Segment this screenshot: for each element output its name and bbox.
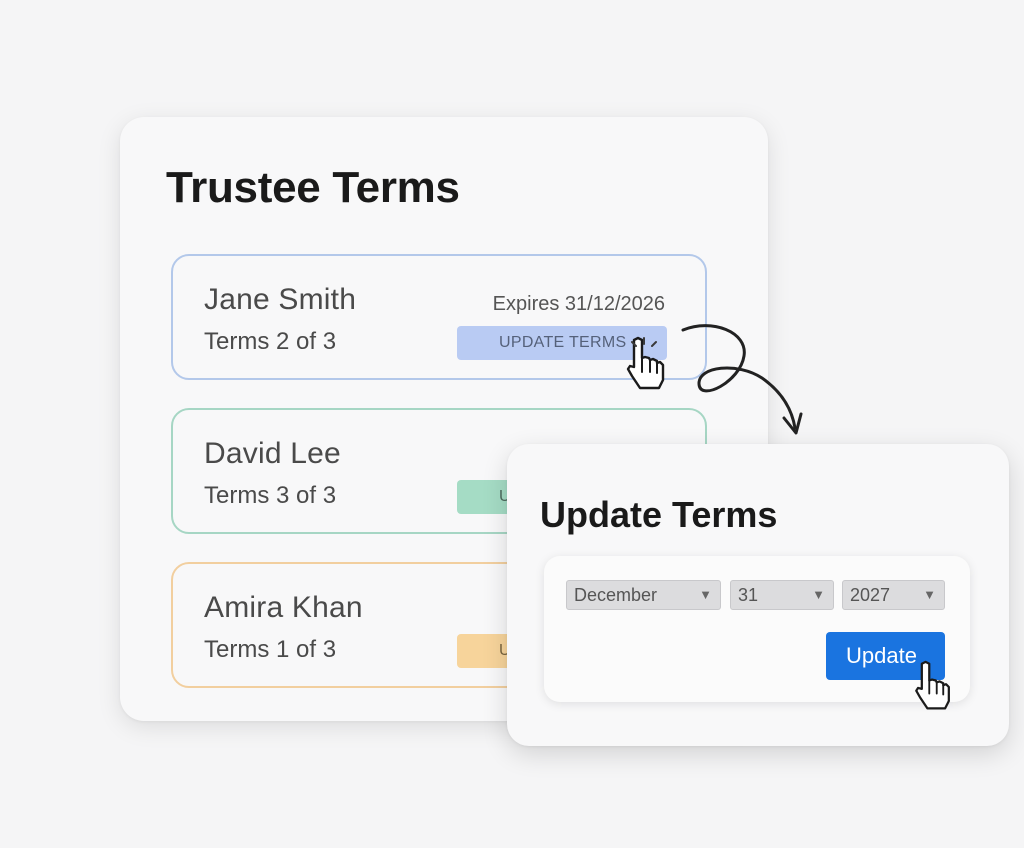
month-value: December: [574, 585, 658, 605]
trustee-card-jane-smith: Jane Smith Terms 2 of 3 Expires 31/12/20…: [171, 254, 707, 380]
hand-pointer-icon: [626, 336, 665, 390]
trustee-terms-count: Terms 2 of 3: [204, 328, 337, 355]
trustee-name: Jane Smith: [204, 283, 357, 316]
page-title: Trustee Terms: [166, 163, 460, 212]
trustee-terms-count: Terms 1 of 3: [204, 636, 337, 663]
dropdown-arrow-icon: ▼: [923, 587, 936, 602]
year-value: 2027: [850, 585, 891, 605]
day-value: 31: [738, 585, 759, 605]
month-select[interactable]: December ▼: [566, 580, 721, 610]
year-select[interactable]: 2027 ▼: [842, 580, 945, 610]
date-form: December ▼ 31 ▼ 2027 ▼ Update: [544, 556, 970, 702]
day-select[interactable]: 31 ▼: [730, 580, 834, 610]
dropdown-arrow-icon: ▼: [699, 587, 712, 602]
trustee-expiry: Expires 31/12/2026: [492, 293, 665, 315]
dialog-title: Update Terms: [540, 494, 778, 535]
hand-pointer-icon: [915, 660, 950, 710]
dropdown-arrow-icon: ▼: [812, 587, 825, 602]
trustee-name: David Lee: [204, 437, 341, 470]
trustee-terms-count: Terms 3 of 3: [204, 482, 337, 509]
trustee-name: Amira Khan: [204, 591, 363, 624]
